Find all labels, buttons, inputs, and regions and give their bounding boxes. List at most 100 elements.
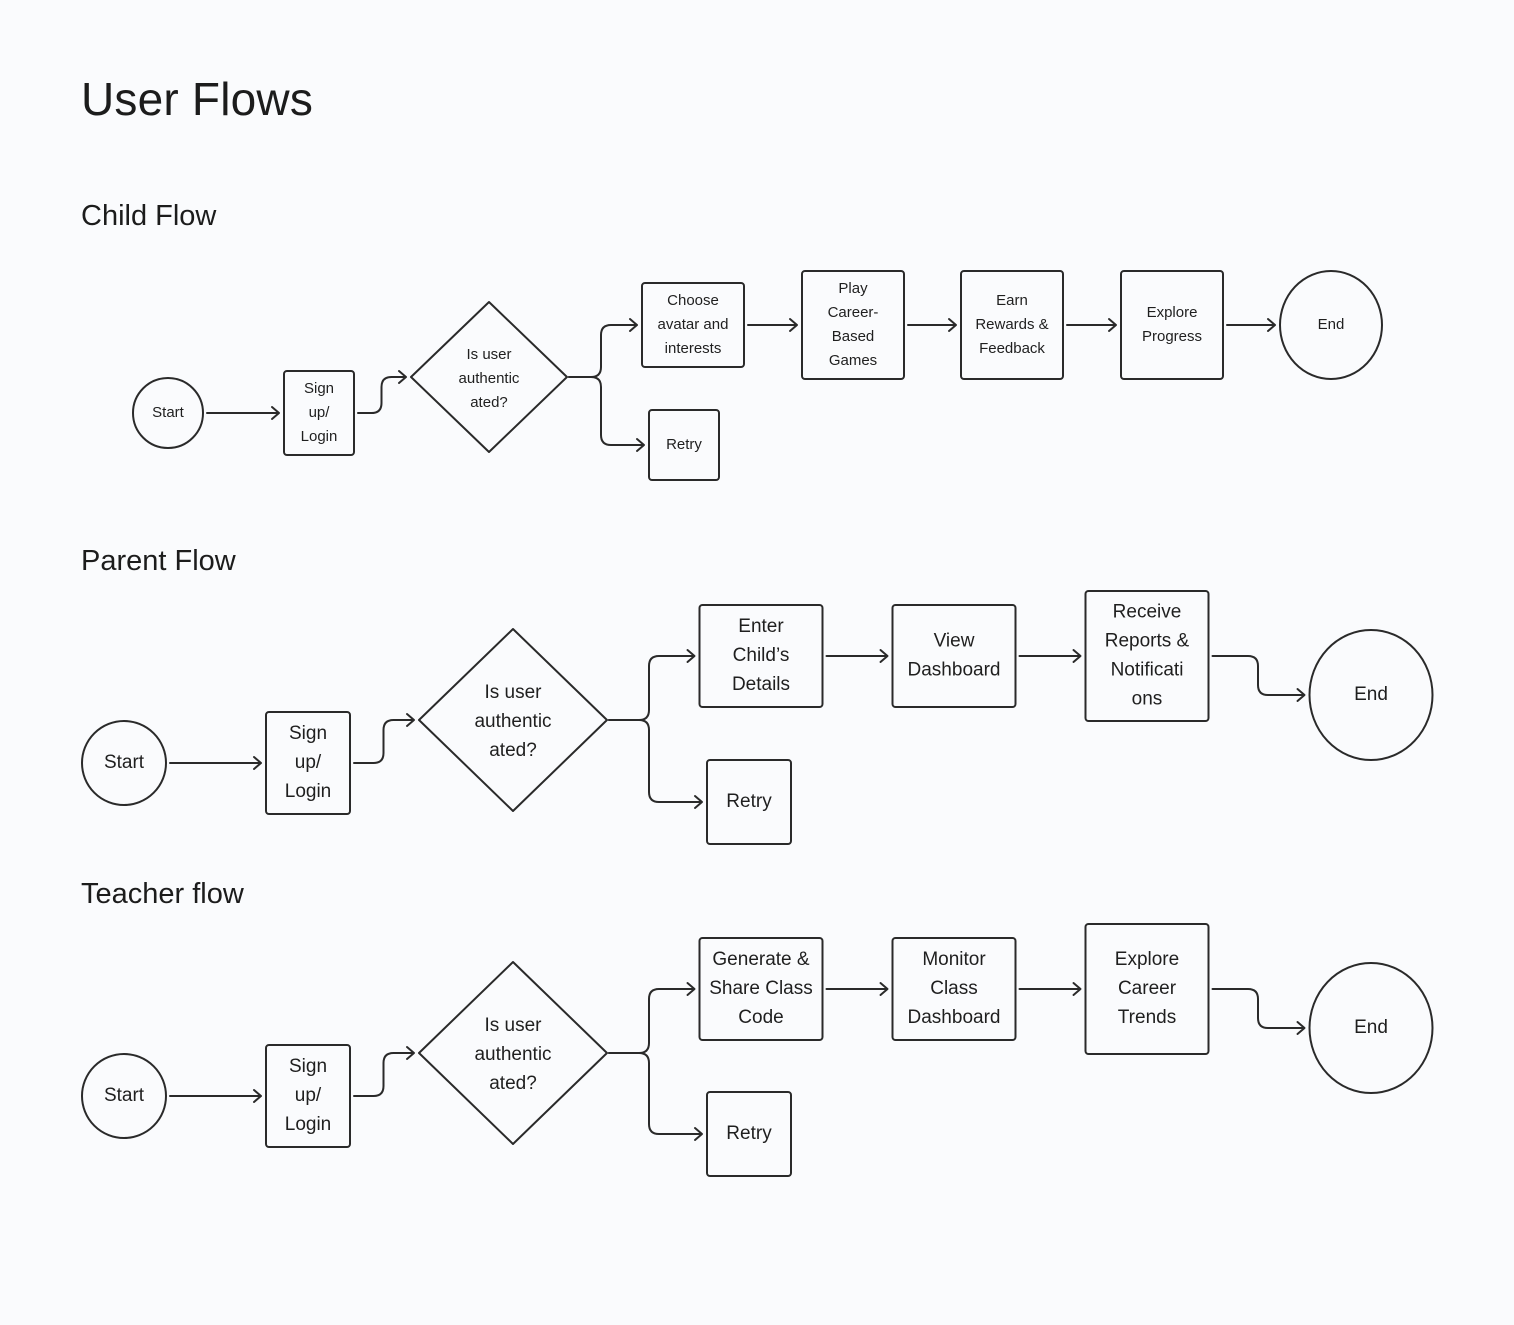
node-label-line: Monitor bbox=[922, 949, 986, 970]
parent-arrowhead-s1 bbox=[686, 649, 696, 663]
parent-node-retry[interactable]: Retry bbox=[706, 759, 792, 845]
decision-diamond bbox=[410, 301, 568, 453]
parent-arrowhead-s3 bbox=[1072, 649, 1082, 663]
node-label-line: Generate & bbox=[712, 949, 809, 970]
node-label-line: Notificati bbox=[1111, 660, 1184, 681]
teacher-node-retry[interactable]: Retry bbox=[706, 1091, 792, 1177]
teacher-edge-signup-to-auth bbox=[353, 1052, 414, 1097]
node-label-line: authentic bbox=[474, 711, 551, 732]
parent-node-end[interactable]: End bbox=[1308, 629, 1434, 761]
teacher-node-end[interactable]: End bbox=[1308, 962, 1434, 1094]
parent-edge-signup-to-auth bbox=[353, 719, 414, 764]
process-box bbox=[960, 270, 1064, 380]
node-label-line: ated? bbox=[489, 1073, 537, 1094]
node-label-line: Is user bbox=[466, 346, 511, 363]
node-label-line: authentic bbox=[459, 370, 520, 387]
terminal-circle bbox=[81, 720, 167, 806]
node-label-line: ons bbox=[1132, 689, 1163, 710]
child-edge-auth-to-retry bbox=[568, 376, 644, 446]
node-label-line: Receive bbox=[1113, 602, 1182, 623]
node-label-line: Class bbox=[930, 978, 978, 999]
node-label-line: Rewards & bbox=[975, 316, 1048, 333]
parent-edge-auth-to-s1 bbox=[608, 655, 695, 721]
teacher-edge-s3-to-end bbox=[1211, 988, 1305, 1029]
child-node-start[interactable]: Start bbox=[132, 377, 204, 449]
child-arrowhead-signup bbox=[271, 406, 280, 420]
node-label-line: Explore bbox=[1147, 304, 1198, 321]
teacher-node-start[interactable]: Start bbox=[81, 1053, 167, 1139]
child-node-auth[interactable]: Is user authentic ated? bbox=[410, 301, 568, 453]
process-box bbox=[698, 604, 824, 708]
child-node-end[interactable]: End bbox=[1279, 270, 1383, 380]
child-edge-signup-to-auth bbox=[357, 376, 406, 414]
process-box bbox=[706, 759, 792, 845]
parent-arrowhead-s2 bbox=[879, 649, 889, 663]
node-label-line: Career bbox=[1118, 978, 1177, 999]
teacher-arrowhead-retry bbox=[694, 1127, 703, 1141]
child-arrowhead-s3 bbox=[948, 318, 957, 332]
node-label-line: Code bbox=[738, 1007, 783, 1028]
node-label-line: Sign bbox=[304, 380, 334, 397]
node-label-line: Based bbox=[832, 328, 875, 345]
teacher-edge-auth-to-s1 bbox=[608, 988, 695, 1054]
parent-arrowhead-retry bbox=[694, 795, 703, 809]
teacher-arrowhead-s1 bbox=[686, 982, 696, 996]
process-box bbox=[265, 711, 351, 815]
process-box bbox=[801, 270, 905, 380]
child-arrowhead-s4 bbox=[1108, 318, 1117, 332]
process-box bbox=[648, 409, 720, 481]
process-box bbox=[706, 1091, 792, 1177]
process-box bbox=[1084, 923, 1210, 1055]
parent-edge-s3-to-end bbox=[1211, 655, 1305, 696]
process-box bbox=[891, 937, 1017, 1041]
parent-arrowhead-auth bbox=[406, 713, 415, 727]
node-label-line: Trends bbox=[1118, 1007, 1176, 1028]
child-edge-auth-to-s1 bbox=[568, 324, 637, 378]
parent-arrowhead-end bbox=[1296, 688, 1306, 702]
terminal-circle bbox=[1308, 962, 1434, 1094]
node-label-line: Is user bbox=[484, 1015, 542, 1036]
node-label-line: Start bbox=[104, 752, 145, 773]
process-box bbox=[1084, 590, 1210, 722]
section-title-parent: Parent Flow bbox=[81, 545, 236, 577]
page-title: User Flows bbox=[81, 73, 314, 125]
node-label-line: Career- bbox=[828, 304, 879, 321]
node-label-line: End bbox=[1354, 1017, 1388, 1038]
node-label-line: Earn bbox=[996, 292, 1028, 309]
node-label-line: End bbox=[1318, 316, 1345, 333]
node-label-line: ated? bbox=[470, 394, 508, 411]
parent-node-start[interactable]: Start bbox=[81, 720, 167, 806]
child-node-retry[interactable]: Retry bbox=[648, 409, 720, 481]
section-title-teacher: Teacher flow bbox=[81, 878, 244, 910]
node-label-line: Retry bbox=[726, 791, 772, 812]
node-label-line: Progress bbox=[1142, 328, 1202, 345]
node-label-line: Share Class bbox=[709, 978, 813, 999]
node-label-line: View bbox=[934, 631, 975, 652]
process-box bbox=[265, 1044, 351, 1148]
process-box bbox=[283, 370, 355, 456]
parent-arrowhead-signup bbox=[253, 756, 262, 770]
child-arrowhead-s2 bbox=[789, 318, 798, 332]
node-label-line: Details bbox=[732, 674, 790, 695]
child-arrowhead-end bbox=[1267, 318, 1276, 332]
node-label-line: Play bbox=[838, 280, 868, 297]
node-label-line: Login bbox=[285, 781, 332, 802]
node-label-line: Sign bbox=[289, 1056, 327, 1077]
